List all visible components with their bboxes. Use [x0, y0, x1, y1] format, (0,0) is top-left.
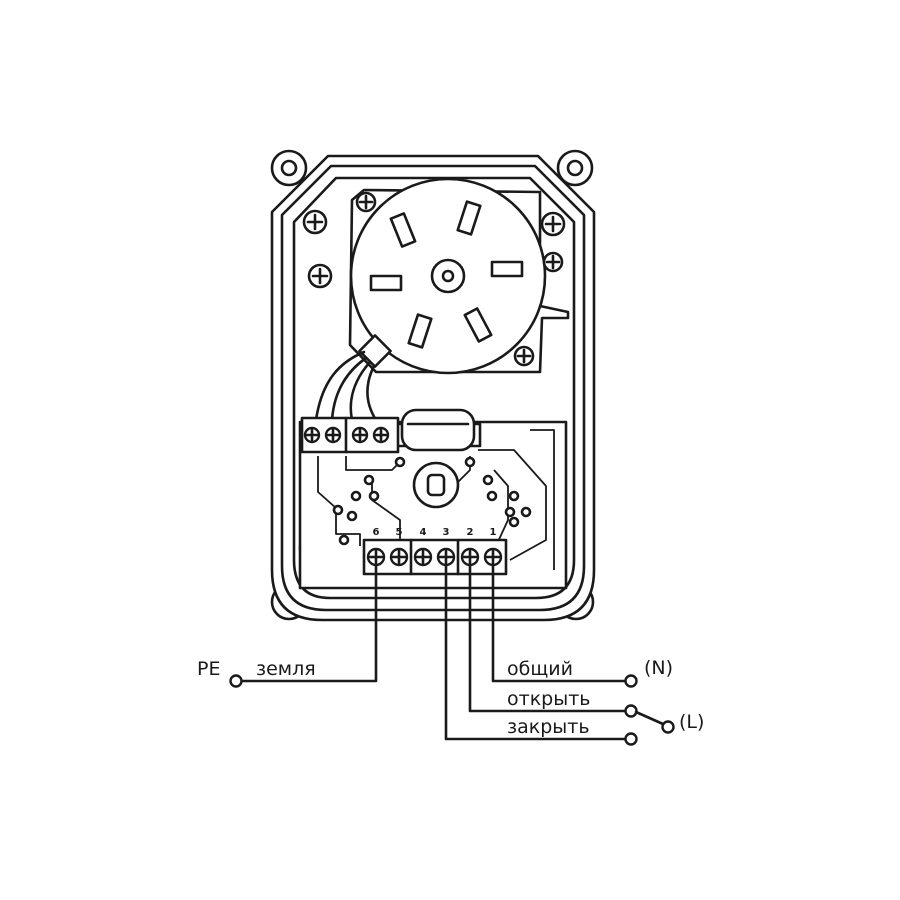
terminal-pe — [229, 674, 243, 688]
terminal-number-1: 1 — [490, 527, 497, 538]
motor-terminal-screw — [351, 426, 369, 444]
motor-cable-gland — [358, 334, 392, 368]
limit-switch-cam — [412, 461, 460, 509]
label-line: (L) — [679, 711, 704, 733]
capacitor — [392, 408, 482, 452]
terminal-number-6: 6 — [373, 527, 380, 538]
terminal-number-3: 3 — [443, 527, 450, 538]
housing-inner-wall — [280, 164, 586, 612]
terminal-open — [624, 704, 638, 718]
mounting-ear-top-left — [270, 149, 308, 187]
terminal-n — [624, 674, 638, 688]
pcb-pads — [332, 456, 532, 546]
terminal-screw-1 — [483, 547, 503, 567]
motor-assembly — [348, 177, 570, 375]
label-common: общий — [507, 658, 573, 680]
bracket-screw-right — [542, 251, 564, 273]
bracket-screw-bottom — [513, 345, 535, 367]
motor-terminal-screw — [324, 426, 342, 444]
label-pe: PE — [197, 658, 220, 680]
wire-close — [444, 563, 627, 741]
label-neutral: (N) — [644, 657, 673, 679]
selector-switch-blade — [634, 710, 665, 726]
motor-terminal-block — [300, 416, 400, 454]
wire-ground — [240, 563, 378, 683]
terminal-close — [624, 732, 638, 746]
housing-screw-mid-left — [307, 263, 333, 289]
terminal-screw-5 — [389, 547, 409, 567]
motor-wires — [314, 350, 378, 422]
mounting-ear-top-right — [556, 149, 594, 187]
housing-screw-top-left — [302, 209, 328, 235]
label-close: закрыть — [507, 716, 590, 738]
motor-vents — [369, 200, 524, 349]
terminal-number-4: 4 — [420, 527, 427, 538]
terminal-number-2: 2 — [467, 527, 474, 538]
label-open: открыть — [507, 688, 591, 710]
motor-shaft — [441, 269, 455, 283]
wire-open — [468, 563, 627, 713]
wiring-labels: PE земля общий (N) открыть закрыть (L) — [197, 657, 704, 738]
housing-screw-top-right — [540, 211, 566, 237]
housing-inner-lip — [292, 176, 576, 600]
terminal-screw-6 — [366, 547, 386, 567]
terminal-screw-4 — [413, 547, 433, 567]
terminal-screw-2 — [460, 547, 480, 567]
wire-common — [491, 563, 627, 683]
label-ground: земля — [256, 658, 316, 680]
motor-terminal-screw — [372, 426, 390, 444]
terminal-number-5: 5 — [396, 527, 403, 538]
terminal-l — [661, 720, 675, 734]
bracket-screw-top-left — [355, 191, 377, 213]
motor-terminal-screw — [303, 426, 321, 444]
terminal-screw-3 — [436, 547, 456, 567]
main-terminal-block: 6 5 4 3 2 1 — [362, 527, 508, 576]
external-wiring — [229, 563, 675, 746]
